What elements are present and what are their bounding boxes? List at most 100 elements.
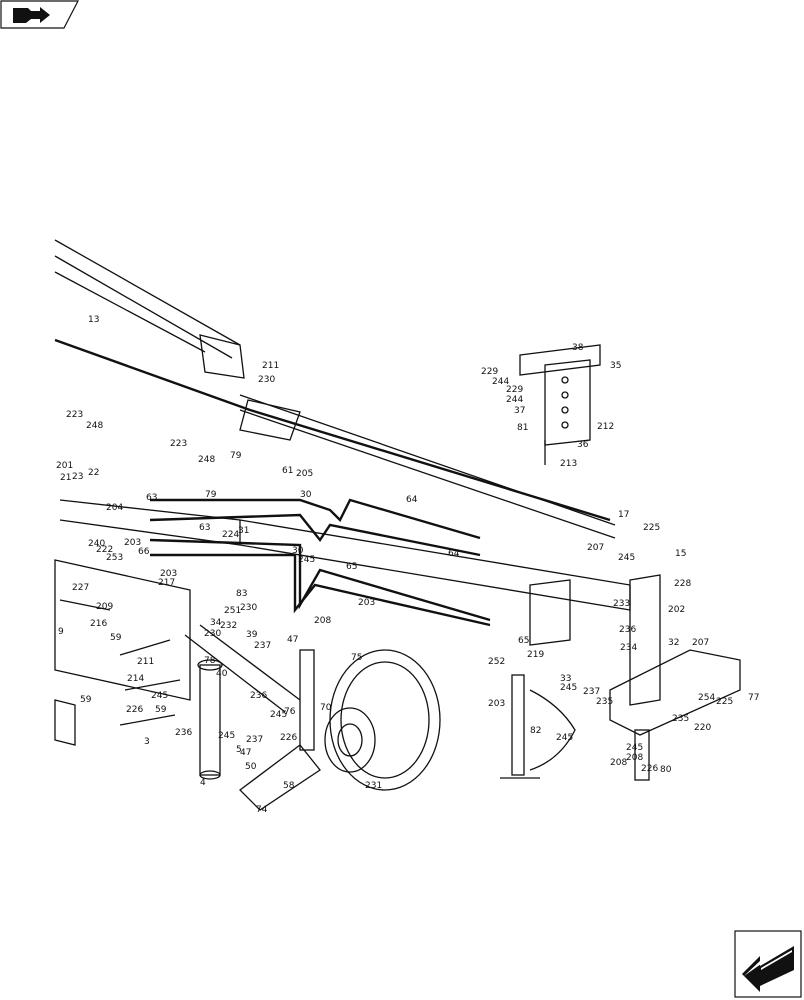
callout-label: 33: [560, 674, 571, 684]
callout-label: 237: [583, 687, 600, 697]
callout-label: 252: [488, 657, 505, 667]
callout-label: 203: [488, 699, 505, 709]
callout-label: 80: [660, 765, 672, 775]
callout-label: 248: [198, 455, 215, 465]
callout-label: 237: [246, 735, 263, 745]
callout-label: 226: [126, 705, 143, 715]
callout-label: 66: [138, 547, 150, 557]
callout-label: 83: [236, 589, 247, 599]
callout-label: 32: [668, 638, 679, 648]
callout-label: 205: [296, 469, 313, 479]
callout-label: 245: [298, 555, 315, 565]
callout-label: 76: [284, 707, 296, 717]
callout-label: 64: [448, 549, 460, 559]
callout-label: 15: [675, 549, 686, 559]
callout-label: 230: [240, 603, 257, 613]
callout-label: 225: [716, 697, 733, 707]
callout-label: 82: [530, 726, 541, 736]
callout-label: 21: [60, 473, 71, 483]
callout-label: 22: [88, 468, 99, 478]
callout-label: 65: [518, 636, 529, 646]
callout-label: 245: [218, 731, 235, 741]
callout-label: 61: [282, 466, 293, 476]
callout-label: 233: [613, 599, 630, 609]
callout-label: 17: [618, 510, 629, 520]
callout-label: 58: [283, 781, 295, 791]
callout-label: 39: [246, 630, 258, 640]
next-page-button[interactable]: [734, 930, 802, 998]
callout-label: 253: [106, 553, 123, 563]
callout-label: 207: [692, 638, 709, 648]
callout-label: 34: [210, 618, 222, 628]
callout-label: 203: [124, 538, 141, 548]
callout-label: 245: [556, 733, 573, 743]
callout-label: 65: [346, 562, 357, 572]
callout-label: 217: [158, 578, 175, 588]
callout-label: 223: [66, 410, 83, 420]
callout-label: 23: [72, 472, 83, 482]
callout-label: 30: [300, 490, 312, 500]
callout-label: 226: [641, 764, 658, 774]
callout-label: 227: [72, 583, 89, 593]
callout-label: 245: [626, 743, 643, 753]
callout-label: 37: [514, 406, 525, 416]
callout-label: 228: [674, 579, 691, 589]
callout-label: 59: [110, 633, 122, 643]
callout-label: 38: [572, 343, 584, 353]
callout-label: 244: [506, 395, 523, 405]
callout-label: 208: [626, 753, 643, 763]
callout-label: 229: [481, 367, 498, 377]
callout-label: 235: [672, 714, 689, 724]
callout-label: 232: [220, 621, 237, 631]
callout-label: 203: [358, 598, 375, 608]
callout-label: 234: [620, 643, 637, 653]
callout-label: 212: [597, 422, 614, 432]
callout-label: 75: [351, 653, 362, 663]
callout-label: 211: [262, 361, 279, 371]
callout-label: 9: [58, 627, 64, 637]
callout-label: 230: [204, 629, 221, 639]
callout-label: 245: [270, 710, 287, 720]
callout-label: 81: [517, 423, 528, 433]
callout-label: 13: [88, 315, 99, 325]
callout-label: 36: [577, 440, 589, 450]
callout-label: 202: [668, 605, 685, 615]
callout-label: 229: [506, 385, 523, 395]
callout-label: 237: [254, 641, 271, 651]
callout-label: 5: [236, 745, 242, 755]
callout-label: 209: [96, 602, 113, 612]
callout-label: 236: [250, 691, 267, 701]
callout-label: 208: [314, 616, 331, 626]
callout-label: 70: [320, 703, 332, 713]
callout-label: 251: [224, 606, 241, 616]
callout-label: 231: [365, 781, 382, 791]
callout-label: 220: [694, 723, 711, 733]
frame-and-parts-drawing: [54, 239, 741, 811]
callout-label: 230: [258, 375, 275, 385]
callout-label: 47: [240, 748, 251, 758]
callout-label: 77: [748, 693, 759, 703]
prev-page-button[interactable]: [0, 0, 80, 30]
callout-label: 245: [618, 553, 635, 563]
callout-label: 59: [155, 705, 167, 715]
callout-label: 35: [610, 361, 621, 371]
callout-label: 30: [292, 546, 304, 556]
callout-label: 4: [200, 778, 206, 788]
callout-label: 219: [527, 650, 544, 660]
callout-label: 236: [619, 625, 636, 635]
callout-label: 64: [406, 495, 418, 505]
callout-label: 236: [175, 728, 192, 738]
callout-label: 63: [146, 493, 157, 503]
callout-label: 50: [245, 762, 257, 772]
callout-label: 31: [238, 526, 249, 536]
callout-label: 216: [90, 619, 107, 629]
callout-label: 63: [199, 523, 210, 533]
callout-label: 204: [106, 503, 123, 513]
callout-label: 240: [88, 539, 105, 549]
callout-label: 203: [160, 569, 177, 579]
callout-label: 207: [587, 543, 604, 553]
callout-label: 79: [230, 451, 242, 461]
callout-label: 226: [280, 733, 297, 743]
